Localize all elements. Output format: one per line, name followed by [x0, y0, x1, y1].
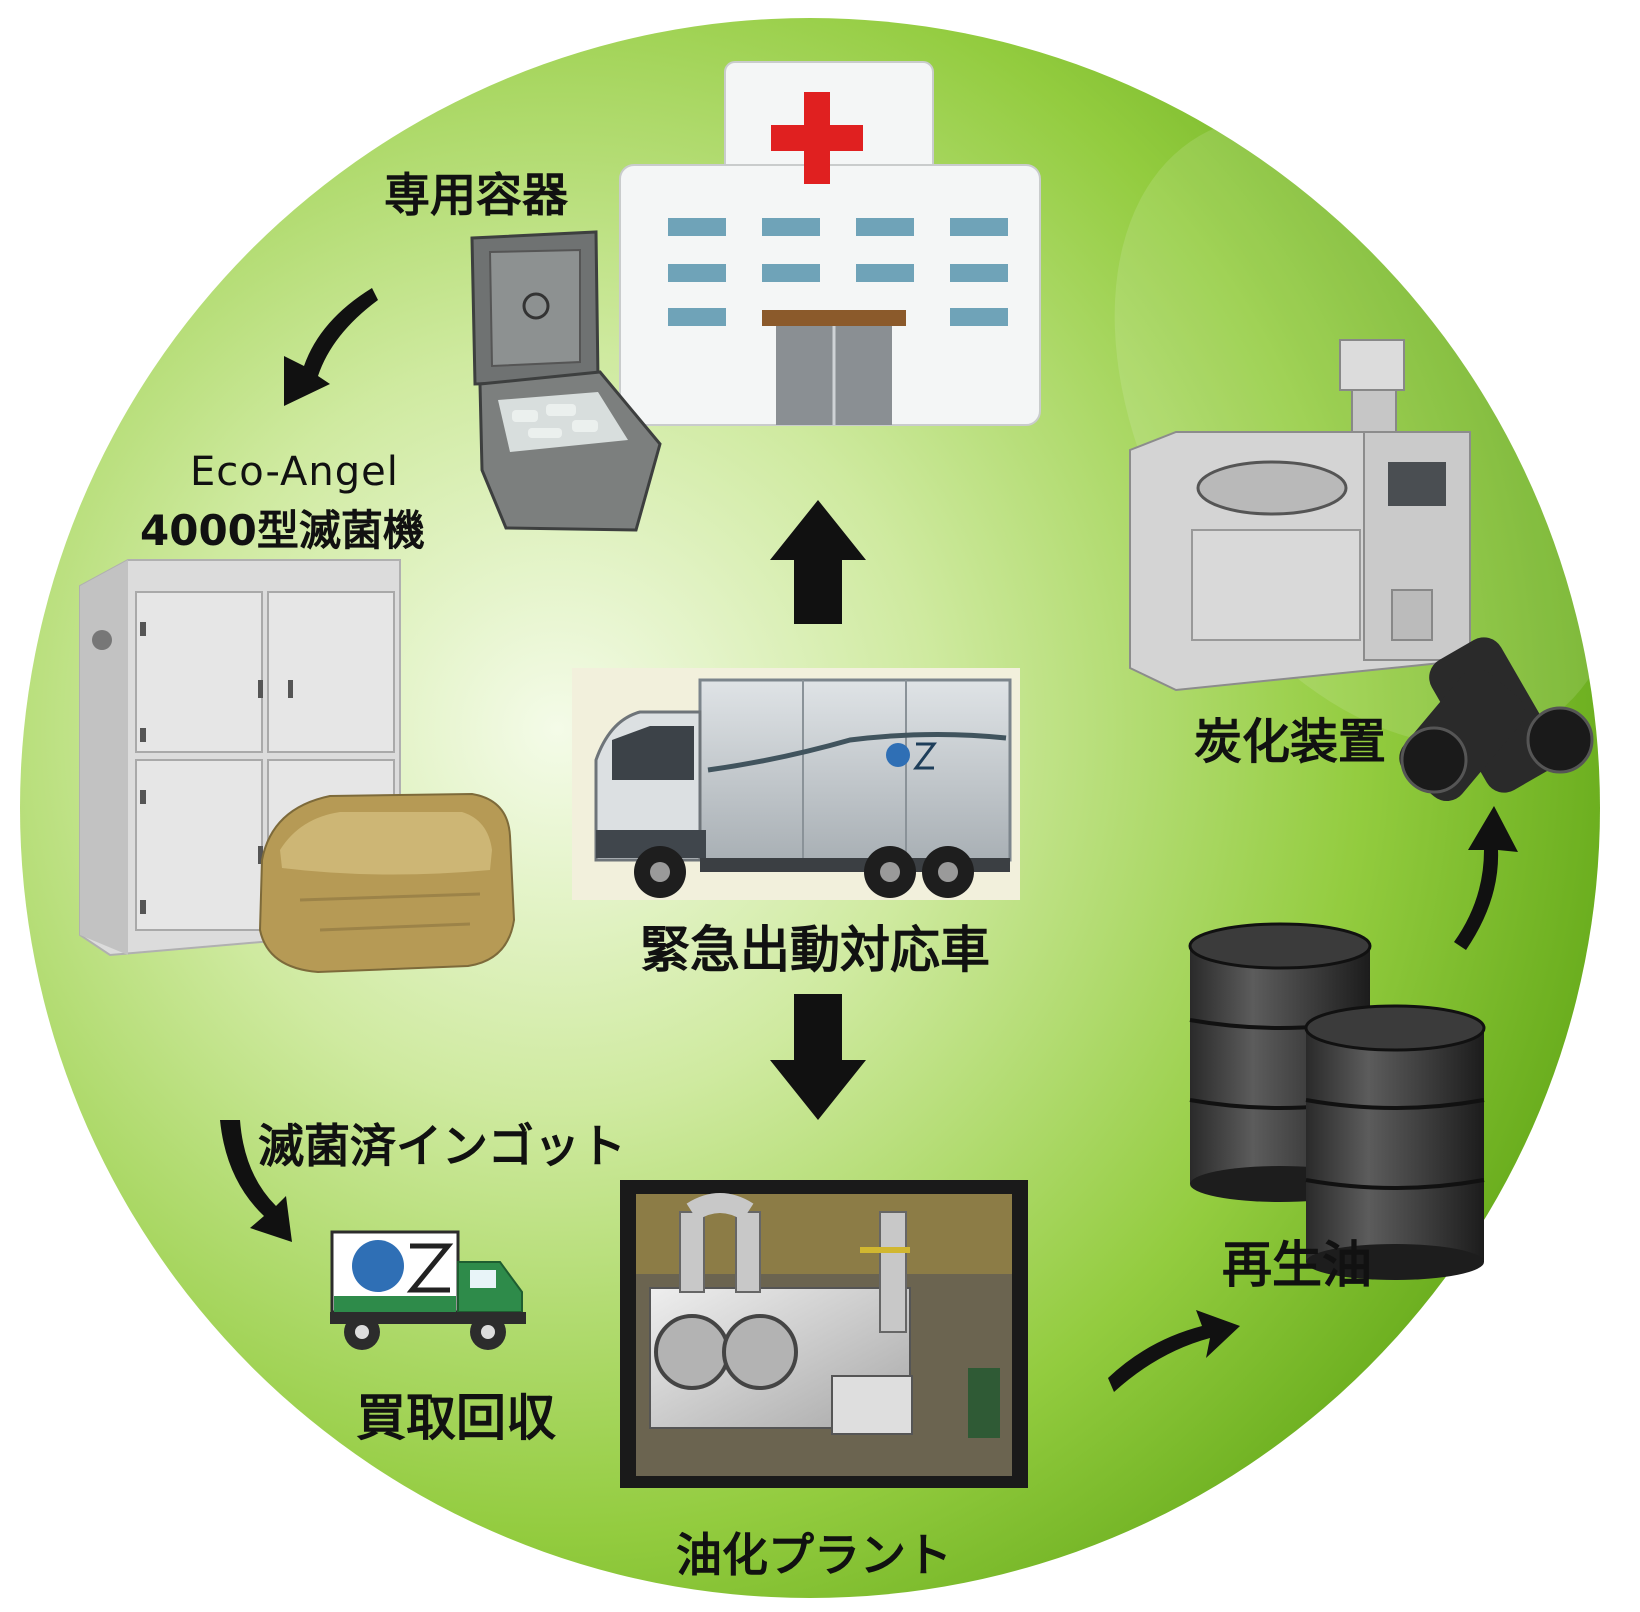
eco-angel-name-label: Eco-Angel [190, 449, 399, 495]
oil-plant-label: 油化プラント [676, 1528, 952, 1582]
ingot-label: 滅菌済インゴット [258, 1119, 626, 1173]
arrow-curved-icon [220, 1120, 292, 1242]
eco-angel-model-label: 4000型滅菌機 [140, 506, 425, 555]
carbonizer-label: 炭化装置 [1194, 714, 1387, 770]
emergency-truck-label: 緊急出動対応車 [640, 921, 990, 979]
arrow-icon [220, 288, 1518, 1392]
arrow-down-icon [770, 994, 866, 1120]
container-image [470, 230, 662, 532]
collection-truck-icon [330, 1230, 526, 1350]
arrow-curved-icon [284, 288, 378, 406]
arrow-curved-icon [1108, 1310, 1240, 1392]
ingot-image [258, 792, 516, 974]
recycled-oil-label: 再生油 [1222, 1236, 1372, 1294]
collection-label: 買取回収 [356, 1389, 556, 1447]
arrow-up-icon [770, 500, 866, 624]
carbonizer-machine-image [1129, 339, 1471, 692]
truck-wheel [634, 846, 974, 898]
oil-plant-image [620, 1180, 1028, 1488]
oil-drum-icon [1304, 1004, 1486, 1280]
emergency-truck-image [572, 668, 1020, 900]
container-label: 専用容器 [384, 168, 568, 222]
hospital-icon [619, 61, 1041, 426]
charcoal-icon [1399, 637, 1594, 802]
arrow-curved-icon [1454, 806, 1518, 950]
